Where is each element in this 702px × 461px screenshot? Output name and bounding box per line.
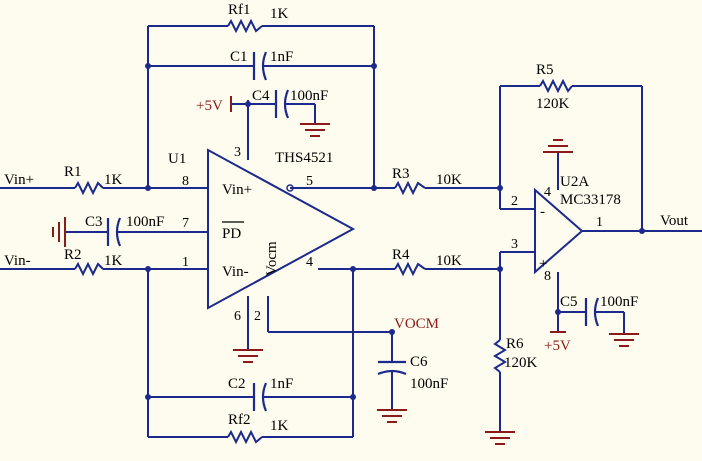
- c2-ref: C2: [228, 376, 246, 392]
- c3-ref: C3: [85, 214, 103, 230]
- resistor-r3: [394, 180, 426, 196]
- u2-pin4: 4: [544, 185, 551, 200]
- u2a-ref: U2A: [560, 174, 589, 190]
- c6-ref: C6: [410, 354, 428, 370]
- u2-minus-sign: -: [540, 204, 545, 220]
- ground-c4: [300, 123, 330, 137]
- rf2-value: 1K: [270, 418, 289, 434]
- r6-ref: R6: [506, 336, 524, 352]
- ground-u1-pin6: [233, 349, 263, 363]
- u1-pin6: 6: [234, 309, 241, 324]
- u1-pin3: 3: [234, 145, 241, 160]
- c3-value: 100nF: [126, 214, 164, 230]
- capacitor-c4: [274, 89, 290, 119]
- u1-vin-plus-pin: Vin+: [222, 182, 252, 198]
- r6-value: 120K: [504, 355, 538, 371]
- c5-ref: C5: [560, 294, 578, 310]
- u1-pin4: 4: [306, 255, 313, 270]
- capacitor-c1: [252, 51, 268, 81]
- capacitor-c2: [252, 382, 268, 412]
- u1-vcc-label: +5V: [196, 98, 223, 114]
- vocm-net-label: VOCM: [394, 316, 439, 332]
- capacitor-c6: [377, 360, 407, 376]
- opamp-u2a-body: [534, 187, 584, 275]
- u1-pd-pin: PD: [222, 226, 241, 242]
- r2-value: 1K: [104, 253, 123, 269]
- u1-ref: U1: [168, 151, 186, 167]
- junction-dots: [145, 63, 645, 400]
- rf1-ref: Rf1: [228, 2, 251, 18]
- capacitor-c5: [584, 297, 600, 327]
- rf2-ref: Rf2: [228, 412, 251, 428]
- resistor-rf2: [227, 429, 263, 445]
- u1-pin7: 7: [182, 216, 189, 231]
- resistor-r2: [74, 261, 104, 277]
- u2-pin2: 2: [511, 194, 518, 209]
- opamp-u1-body: [207, 148, 356, 310]
- ground-c6: [377, 409, 407, 423]
- u1-pin5: 5: [306, 174, 313, 189]
- c4-ref: C4: [252, 88, 270, 104]
- resistor-rf1: [227, 18, 263, 34]
- u2-pin1: 1: [596, 215, 603, 230]
- capacitor-c3: [106, 217, 122, 247]
- u2-pin3: 3: [511, 237, 518, 252]
- ground-u2-pin4: [543, 139, 573, 153]
- c1-value: 1nF: [270, 49, 293, 65]
- u2-vcc-label: +5V: [544, 338, 571, 354]
- u1-output-marker: [286, 184, 294, 192]
- r5-value: 120K: [536, 96, 570, 112]
- ground-c3: [52, 217, 66, 247]
- ground-c5: [609, 333, 639, 347]
- u1-part: THS4521: [275, 150, 333, 166]
- vout-label: Vout: [660, 213, 689, 229]
- ground-r6: [485, 431, 515, 445]
- r5-ref: R5: [536, 62, 554, 78]
- resistor-r4: [394, 261, 426, 277]
- r3-ref: R3: [392, 166, 410, 182]
- r4-ref: R4: [392, 247, 410, 263]
- u1-vocm-pin: Vocm: [264, 241, 280, 276]
- rf1-value: 1K: [270, 6, 289, 22]
- c2-value: 1nF: [270, 376, 293, 392]
- u1-pin8: 8: [182, 174, 189, 189]
- c6-value: 100nF: [410, 376, 448, 392]
- u2a-part: MC33178: [560, 192, 621, 208]
- r1-value: 1K: [104, 172, 123, 188]
- resistor-r5: [539, 78, 573, 94]
- c1-ref: C1: [230, 49, 248, 65]
- c5-value: 100nF: [600, 294, 638, 310]
- resistor-r6: [493, 339, 507, 373]
- u2-pin8: 8: [544, 269, 551, 284]
- r2-ref: R2: [64, 247, 82, 263]
- r4-value: 10K: [436, 253, 462, 269]
- r3-value: 10K: [436, 172, 462, 188]
- u1-vin-minus-pin: Vin-: [222, 264, 249, 280]
- r1-ref: R1: [64, 164, 82, 180]
- c4-value: 100nF: [290, 88, 328, 104]
- vin-minus-label: Vin-: [4, 253, 31, 269]
- u1-pin2: 2: [254, 309, 261, 324]
- resistor-r1: [74, 180, 104, 196]
- vin-plus-label: Vin+: [4, 172, 34, 188]
- u1-pin1: 1: [182, 255, 189, 270]
- u2-plus-sign: +: [539, 256, 547, 272]
